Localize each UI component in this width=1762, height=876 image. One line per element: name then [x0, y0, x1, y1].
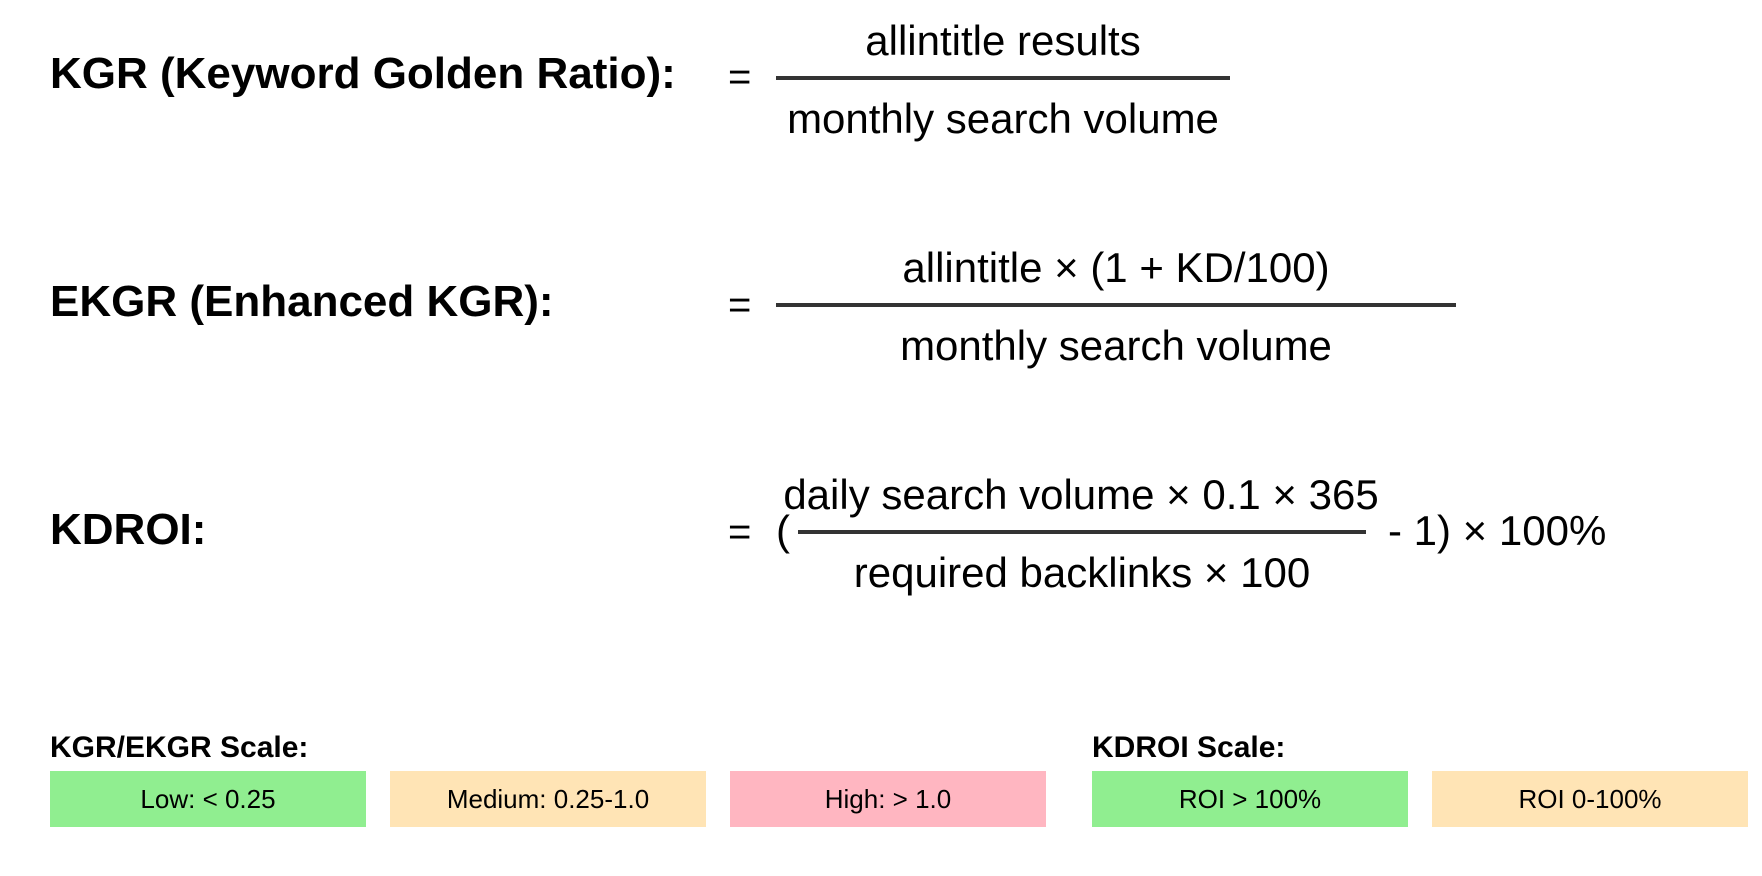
- ekgr-denominator: monthly search volume: [900, 322, 1332, 369]
- kgr-equals: =: [728, 55, 752, 99]
- ekgr-equals: =: [728, 283, 752, 327]
- kdroi-fraction-bar: [798, 530, 1366, 534]
- kdroi-open-paren: (: [776, 507, 790, 554]
- kgr-scale-high-chip: High: > 1.0: [730, 771, 1046, 827]
- ekgr-numerator: allintitle × (1 + KD/100): [902, 244, 1330, 291]
- kgr-numerator: allintitle results: [865, 17, 1141, 64]
- kdroi-label: KDROI:: [50, 505, 207, 554]
- kdroi-suffix: - 1) × 100%: [1388, 507, 1607, 554]
- ekgr-label: EKGR (Enhanced KGR):: [50, 277, 554, 326]
- kgr-scale-low-chip: Low: < 0.25: [50, 771, 366, 827]
- kdroi-scale-mid-roi-chip: ROI 0-100%: [1432, 771, 1748, 827]
- kgr-scale-title: KGR/EKGR Scale:: [50, 731, 309, 764]
- kgr-fraction-bar: [776, 76, 1230, 80]
- kdroi-numerator: daily search volume × 0.1 × 365: [783, 471, 1379, 518]
- ekgr-fraction-bar: [776, 303, 1456, 307]
- kdroi-scale-high-roi-chip: ROI > 100%: [1092, 771, 1408, 827]
- kgr-scale-medium-chip: Medium: 0.25-1.0: [390, 771, 706, 827]
- kdroi-equals: =: [728, 510, 752, 554]
- kgr-label: KGR (Keyword Golden Ratio):: [50, 49, 676, 98]
- kgr-denominator: monthly search volume: [787, 95, 1219, 142]
- kdroi-denominator: required backlinks × 100: [853, 549, 1311, 596]
- kdroi-scale-title: KDROI Scale:: [1092, 731, 1286, 764]
